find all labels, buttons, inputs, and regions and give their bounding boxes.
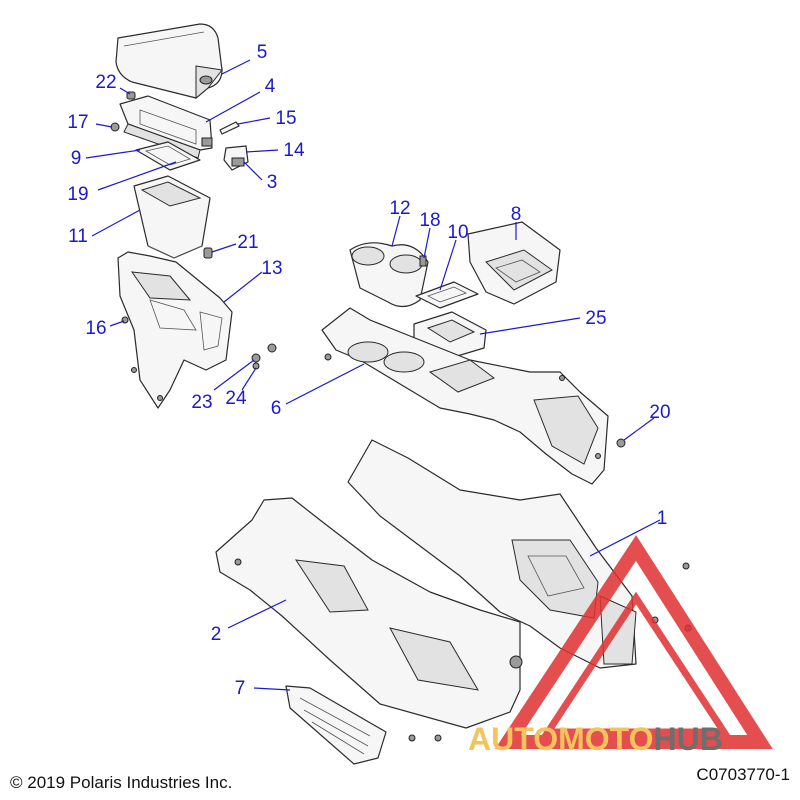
callout-13: 13 xyxy=(261,258,282,279)
watermark-logo: AUTOMOTOHUB xyxy=(468,535,773,757)
callout-16: 16 xyxy=(85,318,106,339)
callout-14: 14 xyxy=(283,140,305,161)
callout-11: 11 xyxy=(68,226,88,247)
callout-21: 21 xyxy=(237,232,258,253)
leader-lines xyxy=(85,59,661,691)
watermark-triangle-inner xyxy=(541,591,731,736)
callout-3: 3 xyxy=(267,172,278,193)
callout-9: 9 xyxy=(71,148,82,169)
part-gasket xyxy=(135,141,201,171)
leader-12 xyxy=(391,215,401,247)
leader-25 xyxy=(479,317,581,335)
callout-19: 19 xyxy=(67,184,88,205)
leader-5 xyxy=(221,59,251,75)
leader-22 xyxy=(119,87,131,95)
part-fastener-20 xyxy=(616,438,626,448)
leader-9 xyxy=(85,149,141,159)
leader-14 xyxy=(245,149,279,153)
leader-10 xyxy=(439,239,457,291)
part-armrest-lid xyxy=(115,23,223,100)
part-console-frame xyxy=(321,307,609,485)
callout-7: 7 xyxy=(235,678,246,699)
leader-1 xyxy=(589,519,661,557)
part-vent-grille xyxy=(285,685,387,765)
leader-6 xyxy=(285,363,365,405)
callout-12: 12 xyxy=(389,198,410,219)
part-bezel-plate xyxy=(415,281,479,309)
leader-3 xyxy=(243,161,263,181)
part-bin-liner xyxy=(133,175,211,259)
leader-2 xyxy=(227,599,287,629)
callout-6: 6 xyxy=(271,398,282,419)
callout-24: 24 xyxy=(225,388,247,409)
part-fastener-17 xyxy=(110,122,120,132)
part-console-tower xyxy=(117,251,233,409)
leader-16 xyxy=(109,320,125,327)
watermark-text: AUTOMOTOHUB xyxy=(468,721,723,757)
callout-22: 22 xyxy=(95,72,116,93)
callout-8: 8 xyxy=(511,204,522,225)
leader-21 xyxy=(211,243,237,253)
callout-25: 25 xyxy=(585,308,606,329)
callout-10: 10 xyxy=(447,222,468,243)
part-cup-holder xyxy=(349,242,429,308)
callout-labels: 5 22 4 17 15 9 14 19 3 11 12 18 10 8 21 … xyxy=(67,42,670,699)
part-left-side-panel xyxy=(215,497,523,729)
callout-15: 15 xyxy=(275,108,296,129)
copyright-text: © 2019 Polaris Industries Inc. xyxy=(10,773,233,792)
part-storage-tray xyxy=(467,221,561,305)
leader-19 xyxy=(97,161,177,191)
leader-18 xyxy=(423,227,431,259)
watermark-triangle xyxy=(494,535,773,749)
leader-20 xyxy=(623,417,655,441)
part-fastener-18 xyxy=(419,255,427,267)
callout-18: 18 xyxy=(419,210,440,231)
leader-13 xyxy=(223,271,263,303)
callout-4: 4 xyxy=(265,76,276,97)
leader-15 xyxy=(237,117,271,125)
callout-17: 17 xyxy=(67,112,88,133)
part-pin-15 xyxy=(219,121,240,135)
part-latch xyxy=(223,145,249,171)
leader-7 xyxy=(253,687,291,691)
leader-17 xyxy=(95,123,113,128)
leader-11 xyxy=(91,209,141,237)
leader-23 xyxy=(213,359,255,391)
callout-2: 2 xyxy=(211,624,222,645)
part-nuts xyxy=(251,343,277,370)
part-fastener-16 xyxy=(121,316,129,324)
part-fastener-21 xyxy=(203,247,213,259)
callout-5: 5 xyxy=(257,42,268,63)
drawing-code: C0703770-1 xyxy=(696,765,790,784)
callout-20: 20 xyxy=(649,402,670,423)
callout-23: 23 xyxy=(191,392,212,413)
leader-4 xyxy=(205,91,261,123)
callout-1: 1 xyxy=(657,508,668,529)
leader-24 xyxy=(241,367,257,391)
